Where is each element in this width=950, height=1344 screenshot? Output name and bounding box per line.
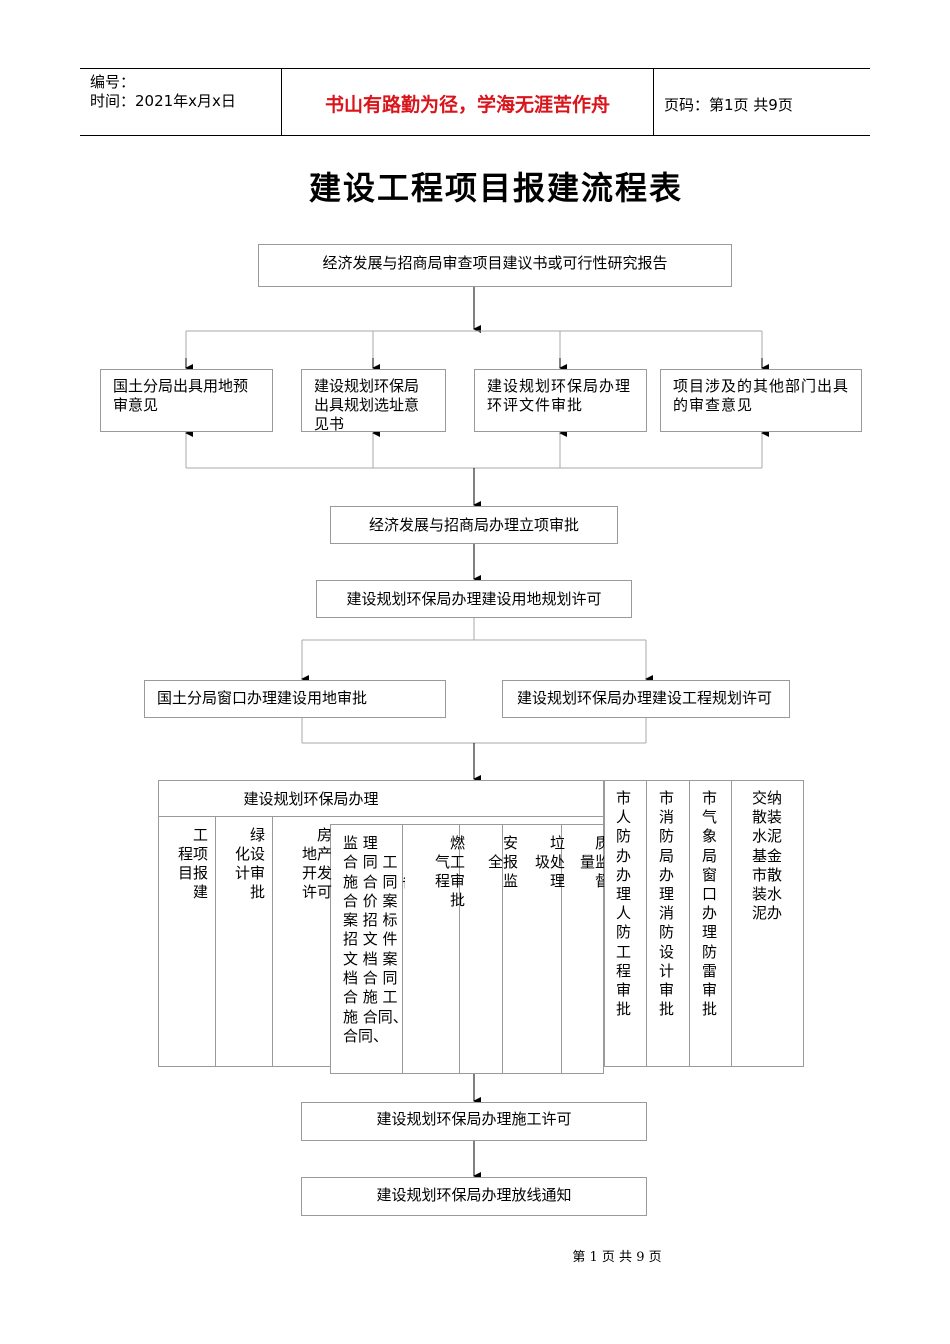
grid-col-real-estate-permit: 房 地产 开发 许可	[301, 826, 332, 901]
side-col-cement-fund: 交纳散装水泥基金市散装水泥办	[752, 789, 783, 923]
side-col-civil-defense: 市人防办办理人防工程审批	[616, 789, 632, 1019]
grid-col-safety-supervision: 安 全报 监	[487, 834, 518, 890]
grid-col-divider	[561, 824, 562, 1074]
step-feasibility-review: 经济发展与招商局审查项目建议书或可行性研究报告	[258, 244, 732, 287]
parallel1-site-selection: 建设规划环保局出具规划选址意见书	[301, 369, 446, 432]
parallel2-engineering-permit: 建设规划环保局办理建设工程规划许可	[502, 680, 790, 718]
side-col-fire-design: 市消防局办理消防设计审批	[659, 789, 675, 1019]
grid-col-waste-disposal: 垃 圾处 理	[534, 834, 565, 890]
side-col-lightning-box	[689, 780, 732, 1067]
grid-col-divider	[215, 817, 216, 1067]
grid-col-divider	[459, 824, 460, 1074]
header-table	[80, 68, 870, 136]
parallel1-other-depts: 项目涉及的其他部门出具的审查意见	[660, 369, 862, 432]
serial-label: 编号：	[90, 73, 136, 91]
grid-col-divider	[502, 824, 503, 1074]
grid-col-greening-approval: 绿 化设 计审 批	[234, 826, 265, 901]
step-setting-out-notice: 建设规划环保局办理放线通知	[301, 1177, 647, 1216]
page-footer: 第 1 页 共 9 页	[572, 1250, 662, 1265]
page-info: 页码：第1页 共9页	[664, 96, 793, 114]
side-col-cement-box	[731, 780, 804, 1067]
side-col-lightning: 市气象局窗口办理防雷审批	[702, 789, 718, 1019]
page-title: 建设工程项目报建流程表	[308, 169, 683, 207]
step-project-approval: 经济发展与招商局办理立项审批	[330, 506, 618, 544]
grid-header-divider	[158, 816, 604, 817]
parallel1-env-review: 建设规划环保局办理环评文件审批	[474, 369, 647, 432]
time-label: 时间：2021年x月x日	[90, 92, 236, 110]
step-construction-permit: 建设规划环保局办理施工许可	[301, 1102, 647, 1141]
step-land-planning-permit: 建设规划环保局办理建设用地规划许可	[316, 580, 632, 618]
grid-header: 建设规划环保局办理	[243, 790, 379, 808]
header-divider-left	[281, 68, 282, 136]
header-divider-right	[653, 68, 654, 136]
grid-col-contract-filing: 监 理 合 同 工 施 合 同 备 合 价 案 案 招 标 招 文 件 文 档 …	[343, 834, 405, 1045]
side-col-fire-box	[646, 780, 690, 1067]
grid-col-project-registration: 工 程项 目报 建	[177, 826, 208, 901]
grid-col-divider	[272, 817, 273, 1067]
grid-inner-box	[330, 824, 604, 1074]
motto: 书山有路勤为径，学海无涯苦作舟	[324, 94, 610, 116]
parallel2-land-approval: 国土分局窗口办理建设用地审批	[144, 680, 446, 718]
grid-col-divider	[402, 824, 403, 1074]
grid-col-gas-approval: 燃 气工 程审 批	[434, 834, 465, 909]
parallel1-land-presurvey: 国土分局出具用地预审意见	[100, 369, 273, 432]
